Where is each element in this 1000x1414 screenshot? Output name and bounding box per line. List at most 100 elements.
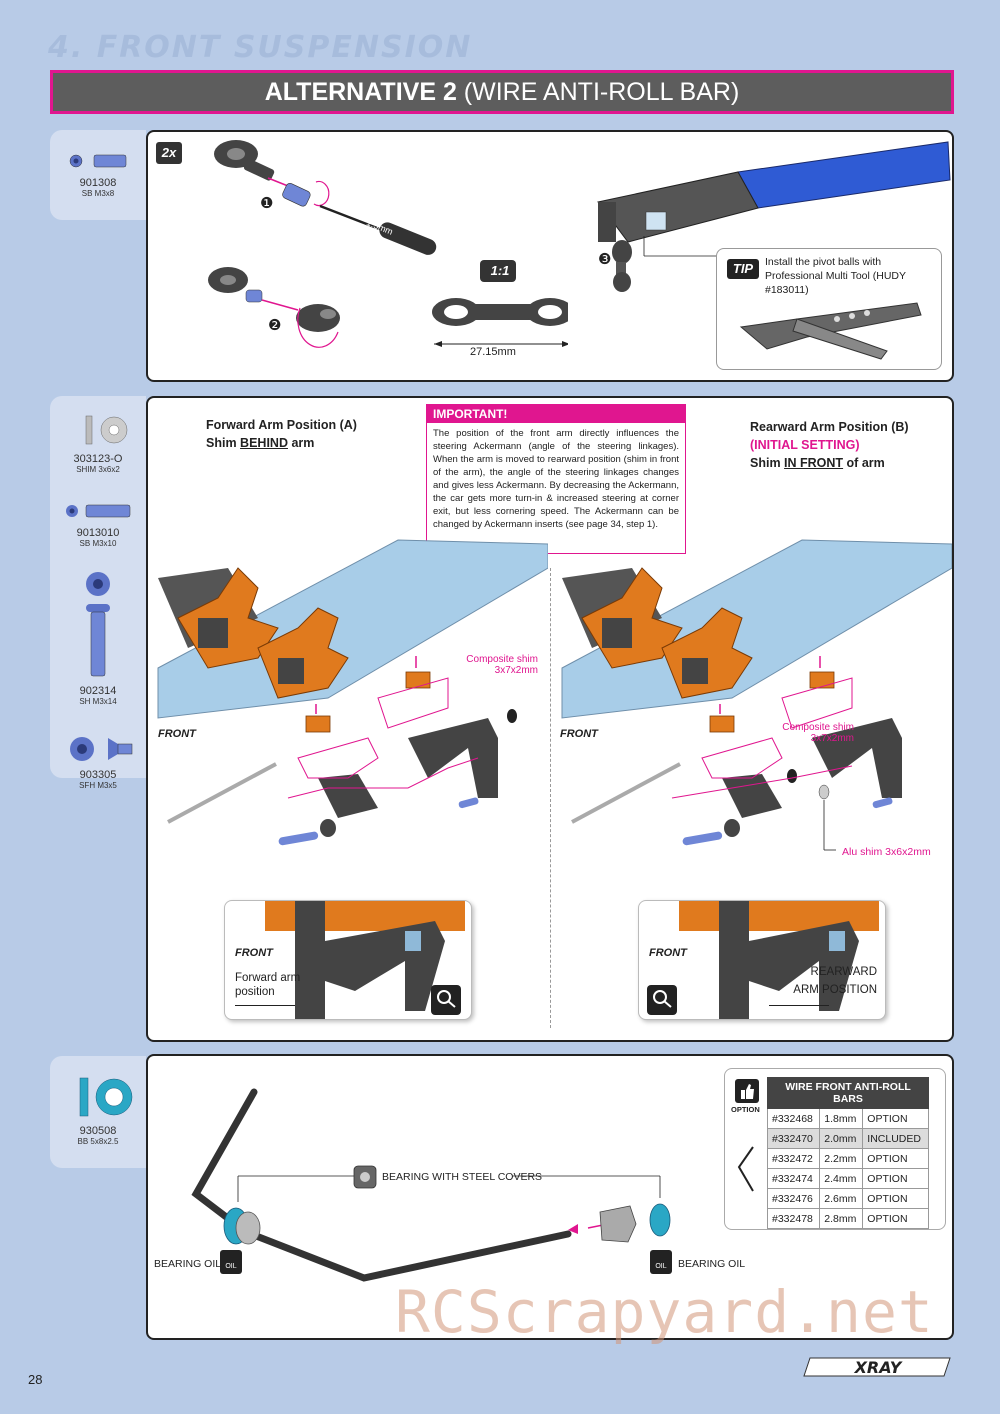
ball-end-assembly-drawing — [208, 140, 568, 348]
bearing-oil-left: BEARING OIL — [154, 1258, 222, 1270]
shim-icon — [85, 415, 128, 445]
table-cell-part: #332468 — [766, 1108, 821, 1129]
table-cell-status: OPTION — [862, 1188, 929, 1209]
table-cell-part: #332474 — [766, 1168, 821, 1189]
rearward-arm-assembly-drawing — [561, 539, 952, 851]
scale-badge — [480, 260, 516, 282]
detail-magnifier-icon — [431, 985, 461, 1015]
options-box: OPTION WIRE FRONT ANTI-ROLL BARS #332468… — [724, 1068, 946, 1230]
table-cell-size: 2.2mm — [819, 1148, 864, 1169]
step-number-1: ❶ — [260, 195, 274, 212]
screw-icon — [69, 154, 127, 168]
hinge-pin-icon — [167, 762, 277, 824]
front-label-right: FRONT — [560, 728, 598, 740]
detail-magnifier-icon — [647, 985, 677, 1015]
detail-rearward-text: REARWARD ARM POSITION — [793, 966, 877, 996]
rear-shim-suffix: of arm — [843, 456, 885, 470]
step2-panel: Forward Arm Position (A) Shim BEHIND arm… — [146, 396, 954, 1042]
table-cell-status: INCLUDED — [862, 1128, 929, 1149]
step-number-3: ❸ — [598, 251, 612, 268]
part-code: 902314 — [79, 685, 117, 697]
step-banner: ALTERNATIVE 2 (WIRE ANTI-ROLL BAR) — [50, 70, 954, 114]
important-note: IMPORTANT! The position of the front arm… — [426, 404, 686, 554]
part-code: 303123-O — [73, 453, 123, 465]
banner-rest: (WIRE ANTI-ROLL BAR) — [456, 78, 740, 106]
tip-text: Install the pivot balls with Professiona… — [765, 256, 906, 296]
table-cell-part: #332478 — [766, 1208, 821, 1229]
link-length: 27.15mm — [470, 346, 516, 358]
detail-front-left: FRONT — [235, 947, 273, 959]
part-size: SH M3x14 — [79, 697, 117, 706]
table-header: WIRE FRONT ANTI-ROLL BARS — [767, 1077, 929, 1109]
forward-shim-note: Shim BEHIND arm — [206, 434, 357, 452]
part-902314: 902314 SH M3x14 — [50, 568, 146, 706]
bearing-oil-right: BEARING OIL — [678, 1258, 746, 1270]
suspension-arm-icon — [408, 718, 498, 798]
table-cell-part: #332472 — [766, 1148, 821, 1169]
scale-label: 1:1 — [490, 263, 510, 278]
important-title: IMPORTANT! — [427, 405, 685, 423]
table-cell-status: OPTION — [862, 1148, 929, 1169]
screw-icon — [66, 504, 131, 518]
detail-forward-text: Forward arm position — [235, 972, 301, 998]
oil-label: OIL — [655, 1263, 667, 1270]
anti-roll-bar-drawing — [191, 1088, 671, 1282]
xray-logo-icon: XRAY — [803, 1357, 951, 1377]
oil-icon-left: OIL — [220, 1250, 242, 1274]
table-cell-status: OPTION — [862, 1208, 929, 1229]
flat-screw-icon — [70, 737, 133, 761]
table-cell-status: OPTION — [862, 1168, 929, 1189]
part-903305: 903305 SFH M3x5 — [50, 734, 146, 790]
alu-shim-label: Alu shim 3x6x2mm — [842, 846, 931, 858]
part-size: SFH M3x5 — [79, 781, 117, 790]
part-code: 930508 — [79, 1125, 117, 1137]
table-cell-size: 2.6mm — [819, 1188, 864, 1209]
pivot-ball-icon — [282, 183, 311, 207]
arrow-right-icon — [769, 1005, 829, 1006]
table-cell-size: 2.8mm — [819, 1208, 864, 1229]
forward-shim-suffix: arm — [287, 436, 315, 450]
pliers-drawing — [597, 141, 951, 292]
table-cell-size: 1.8mm — [819, 1108, 864, 1129]
rear-initial-setting: (INITIAL SETTING) — [750, 438, 860, 452]
rear-title: Rearward Arm Position (B) — [750, 420, 909, 434]
part-size: SHIM 3x6x2 — [76, 465, 120, 474]
brand-text: XRAY — [854, 1358, 903, 1377]
step-number-2: ❷ — [268, 317, 282, 334]
rear-shim-note: Shim IN FRONT of arm — [750, 454, 909, 472]
part-930508: 930508 BB 5x8x2.5 — [50, 1074, 146, 1146]
part-901308: 901308 SB M3x8 — [50, 150, 146, 198]
composite-shim-right: Composite shim 3x7x2mm — [782, 722, 854, 744]
front-label-left: FRONT — [158, 728, 196, 740]
rear-shim-prefix: Shim — [750, 456, 785, 470]
part-size: SB M3x8 — [81, 189, 115, 198]
parts-column-2: 303123-O SHIM 3x6x2 9013010 SB M3x10 902… — [50, 396, 146, 790]
forward-title: Forward Arm Position (A) — [206, 418, 357, 432]
center-divider — [550, 568, 551, 1028]
step1-panel: 2x ❶ ❷ 1.5mm 1:1 27.15mm — [146, 130, 954, 382]
watermark-text: RCScrapyard.net — [395, 1278, 934, 1346]
detail-forward-drawing — [265, 901, 465, 1019]
bearing-steel-label: BEARING WITH STEEL COVERS — [382, 1171, 543, 1183]
oil-icon-right: OIL — [650, 1250, 672, 1274]
pliers-handle-icon — [737, 141, 951, 209]
step3-panel: BEARING WITH STEEL COVERS BEARING OIL OI… — [146, 1054, 954, 1340]
part-9013010: 9013010 SB M3x10 — [50, 500, 146, 548]
detail-rearward: FRONT REARWARD ARM POSITION — [638, 900, 886, 1020]
arrow-left-icon — [235, 1005, 295, 1006]
rear-heading: Rearward Arm Position (B) (INITIAL SETTI… — [750, 418, 909, 472]
part-code: 901308 — [79, 177, 117, 189]
forward-shim-prefix: Shim — [206, 436, 241, 450]
bar-shape-icon — [737, 1146, 754, 1192]
tip-box: TIP Install the pivot balls with Profess… — [716, 248, 942, 370]
forward-shim-emphasis: BEHIND — [240, 436, 288, 450]
table-cell-part: #332476 — [766, 1188, 821, 1209]
detail-rearward-drawing — [679, 901, 879, 1019]
oil-label: OIL — [225, 1263, 237, 1270]
part-size: BB 5x8x2.5 — [77, 1137, 119, 1146]
part-303123-O: 303123-O SHIM 3x6x2 — [50, 412, 146, 474]
